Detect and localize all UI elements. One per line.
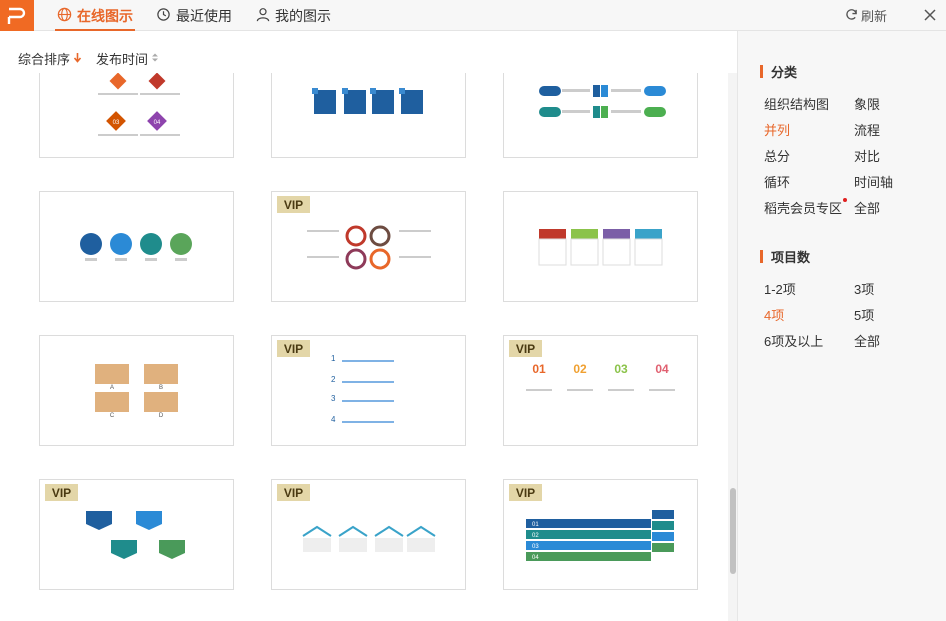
category-member-zone[interactable]: 稻壳会员专区 [764, 198, 848, 217]
count-section-title: 项目数 [760, 247, 810, 266]
template-card[interactable] [271, 73, 466, 158]
step-number: 1 [331, 354, 336, 363]
letter-label: D [159, 413, 164, 419]
count-4[interactable]: 4项 [764, 308, 785, 323]
number-label: 02 [573, 362, 587, 376]
scrollbar-track[interactable] [728, 73, 737, 621]
letter-label: A [110, 385, 114, 391]
number-label: 04 [655, 362, 669, 376]
sort-combined-button[interactable]: 综合排序 [18, 49, 82, 68]
template-thumbnail [538, 229, 663, 266]
number-label: 04 [154, 120, 161, 126]
sort-label: 综合排序 [18, 52, 71, 67]
refresh-label: 刷新 [861, 9, 888, 24]
template-thumbnail [307, 225, 431, 270]
template-thumbnail: 1 2 3 4 [331, 354, 394, 424]
template-thumbnail: A B C D [95, 364, 178, 419]
close-icon[interactable] [920, 5, 940, 25]
number-label: 03 [532, 544, 539, 550]
category-org-chart[interactable]: 组织结构图 [764, 97, 830, 112]
template-thumbnail [539, 85, 666, 118]
filter-sidebar: 分类 组织结构图 象限 并列 流程 总分 对比 循环 时间轴 稻壳会员专区 全部… [737, 31, 946, 621]
globe-icon [57, 7, 72, 25]
letter-label: C [110, 413, 115, 419]
refresh-icon [845, 8, 858, 24]
tab-recent[interactable]: 最近使用 [156, 0, 232, 31]
arrow-down-icon [73, 51, 82, 66]
template-card[interactable] [503, 191, 698, 302]
template-card[interactable]: 1 2 3 4 VIP [271, 335, 466, 446]
category-parallel[interactable]: 并列 [764, 123, 791, 138]
scrollbar-thumb[interactable] [730, 488, 736, 574]
count-5[interactable]: 5项 [854, 308, 875, 323]
number-label: 03 [113, 120, 120, 126]
template-card[interactable] [39, 191, 234, 302]
history-icon [156, 7, 171, 25]
vip-badge: VIP [277, 484, 310, 501]
category-process[interactable]: 流程 [854, 123, 881, 138]
count-all[interactable]: 全部 [854, 334, 881, 349]
vip-badge: VIP [509, 484, 542, 501]
category-total-split[interactable]: 总分 [764, 149, 791, 164]
template-thumbnail [86, 511, 185, 559]
category-quadrant[interactable]: 象限 [854, 97, 881, 112]
template-card[interactable] [503, 73, 698, 158]
user-icon [256, 7, 270, 25]
template-thumbnail: 01 02 03 04 [526, 362, 675, 391]
category-section-title: 分类 [760, 62, 797, 81]
template-thumbnail: 03 04 [98, 73, 180, 136]
template-card[interactable]: 03 04 [39, 73, 234, 158]
count-3[interactable]: 3项 [854, 282, 875, 297]
section-title-text: 分类 [771, 65, 798, 80]
number-label: 01 [532, 522, 539, 528]
sort-label: 发布时间 [96, 52, 149, 67]
template-card[interactable]: 01 02 03 04 VIP [503, 335, 698, 446]
number-label: 03 [614, 362, 628, 376]
category-timeline[interactable]: 时间轴 [854, 175, 894, 190]
sort-bar: 综合排序 发布时间 [0, 31, 737, 73]
step-number: 2 [331, 375, 336, 384]
letter-label: B [159, 385, 163, 391]
template-thumbnail [302, 525, 436, 552]
refresh-button[interactable]: 刷新 [845, 0, 887, 31]
number-label: 04 [532, 555, 539, 561]
template-card[interactable]: VIP [271, 479, 466, 590]
new-dot-icon [843, 198, 848, 202]
sort-updown-icon [151, 51, 159, 66]
template-thumbnail [80, 233, 192, 261]
template-thumbnail: 01 02 03 04 [526, 510, 674, 561]
tab-label: 最近使用 [176, 7, 232, 24]
tab-my-diagrams[interactable]: 我的图示 [256, 0, 331, 31]
tab-label: 在线图示 [77, 7, 133, 24]
section-title-text: 项目数 [771, 250, 811, 265]
category-label: 稻壳会员专区 [764, 201, 843, 216]
template-card[interactable]: 01 02 03 04 VIP [503, 479, 698, 590]
category-cycle[interactable]: 循环 [764, 175, 791, 190]
tab-online-diagrams[interactable]: 在线图示 [55, 0, 135, 31]
template-card[interactable]: A B C D [39, 335, 234, 446]
template-card[interactable]: VIP [39, 479, 234, 590]
number-label: 02 [532, 533, 539, 539]
template-card[interactable]: VIP [271, 191, 466, 302]
number-label: 01 [532, 362, 546, 376]
category-comparison[interactable]: 对比 [854, 149, 881, 164]
vip-badge: VIP [277, 196, 310, 213]
step-number: 4 [331, 415, 336, 424]
tab-label: 我的图示 [275, 7, 331, 24]
count-1-2[interactable]: 1-2项 [764, 282, 796, 297]
vip-badge: VIP [45, 484, 78, 501]
step-number: 3 [331, 394, 336, 403]
vip-badge: VIP [277, 340, 310, 357]
category-all[interactable]: 全部 [854, 201, 881, 216]
count-6-plus[interactable]: 6项及以上 [764, 334, 824, 349]
top-bar: 在线图示 最近使用 我的图示 刷新 [0, 0, 946, 31]
app-logo-icon [0, 0, 34, 31]
template-thumbnail [312, 88, 423, 114]
template-grid: 03 04 [0, 73, 728, 621]
sort-publish-time-button[interactable]: 发布时间 [96, 49, 159, 68]
vip-badge: VIP [509, 340, 542, 357]
